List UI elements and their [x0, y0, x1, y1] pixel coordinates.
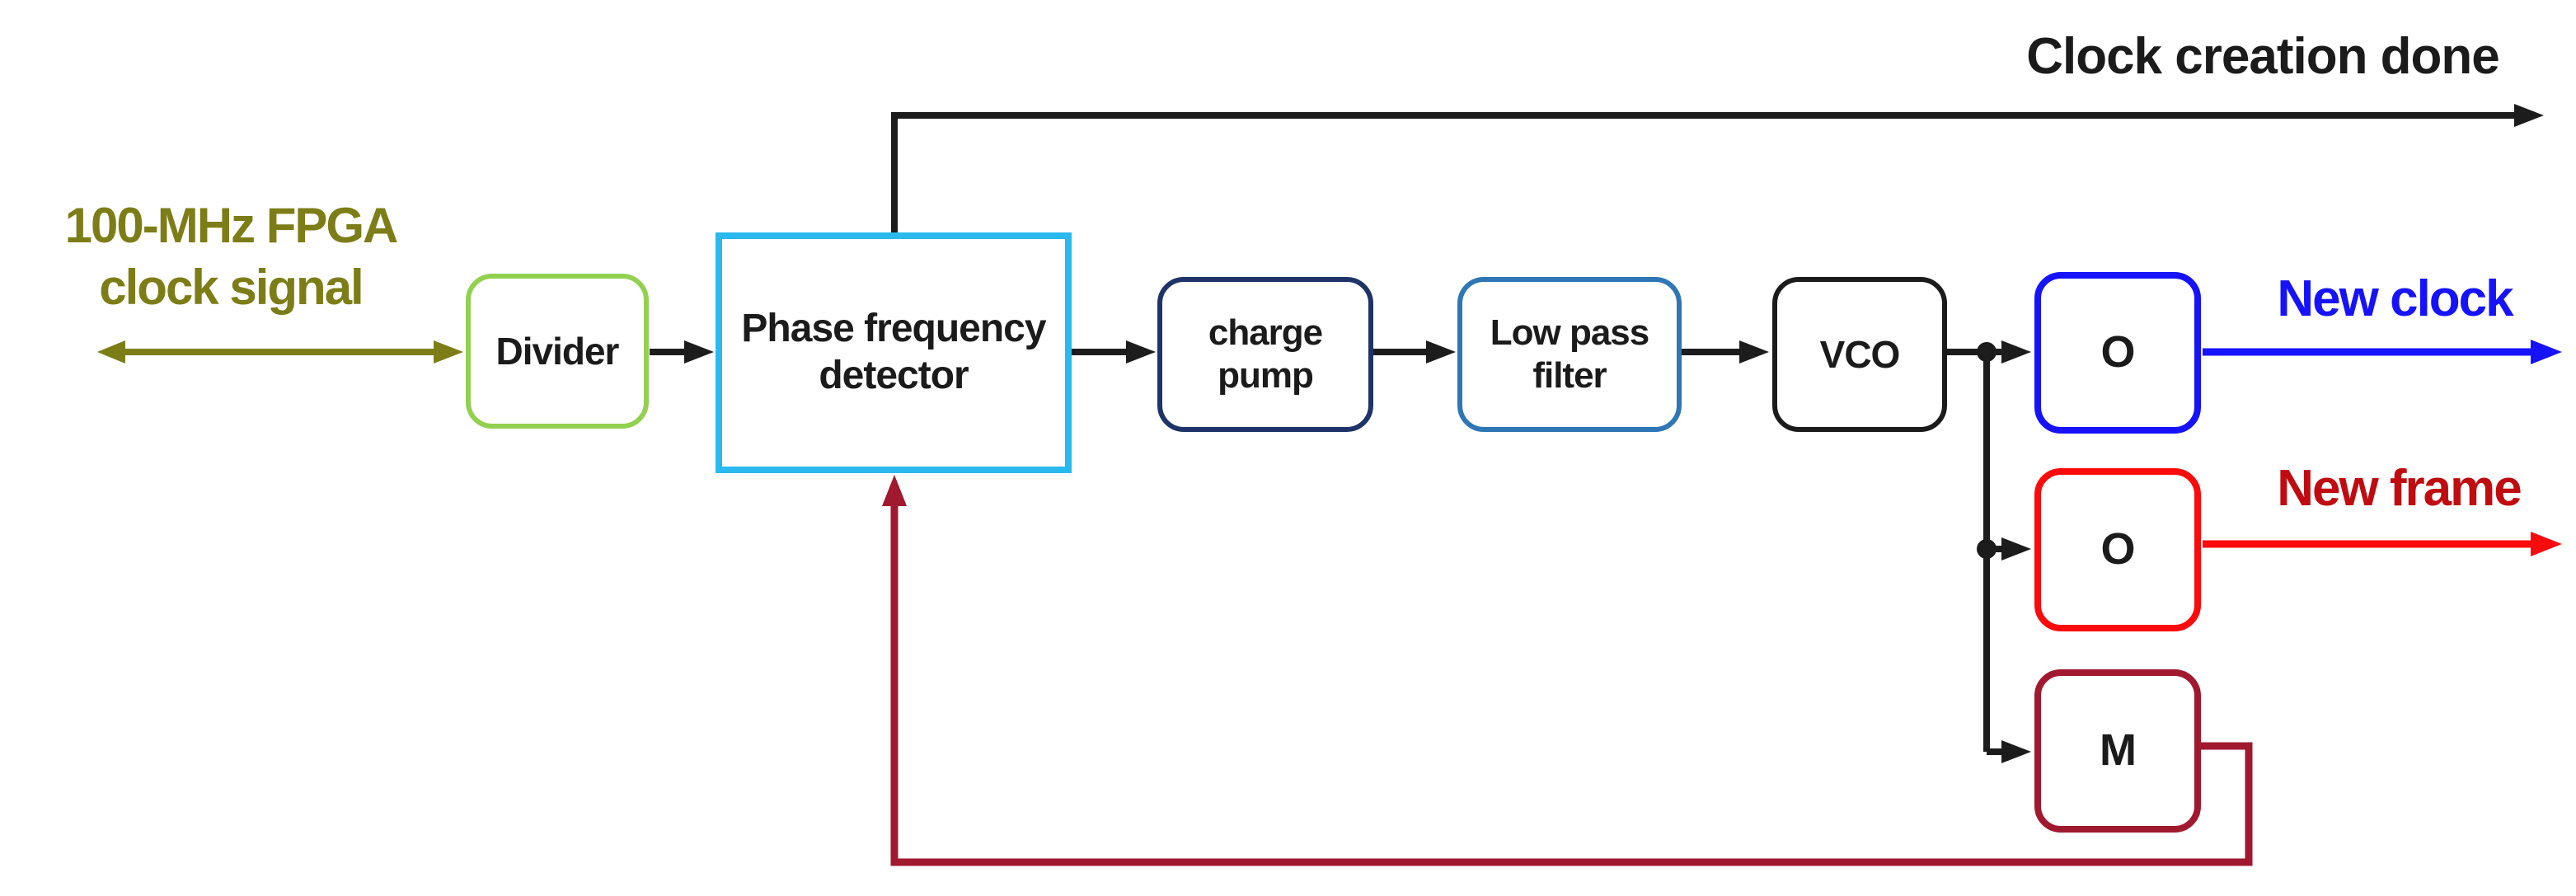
new-clock-arrow: [2203, 340, 2562, 364]
block-o2-label: O: [2100, 524, 2135, 575]
input-signal-label: 100-MHz FPGA clock signal: [64, 198, 399, 315]
arrow-vco-to-o1: [1947, 340, 2031, 364]
arrow-lpf-to-vco: [1682, 340, 1769, 364]
new-clock-label: New clock: [2277, 270, 2513, 327]
arrow-branch-to-o2: [1977, 537, 2031, 561]
block-divider: Divider: [466, 274, 649, 429]
new-frame-arrow: [2203, 532, 2562, 556]
block-feedback-counter-m: M: [2034, 669, 2201, 833]
block-lpf-label: Low pass filter: [1490, 312, 1650, 396]
arrow-branch-to-m: [1987, 740, 2031, 763]
block-vco: VCO: [1772, 277, 1947, 432]
block-pfd-label: Phase frequency detector: [741, 307, 1046, 397]
block-m-label: M: [2100, 725, 2137, 776]
block-divider-label: Divider: [495, 329, 620, 373]
clock-creation-done-label: Clock creation done: [2026, 28, 2500, 85]
block-charge-pump-label: charge pump: [1208, 312, 1323, 396]
block-output-counter-2: O: [2034, 468, 2201, 631]
arrow-divider-to-pfd: [650, 340, 714, 364]
new-frame-label: New frame: [2277, 460, 2522, 517]
arrow-charge-pump-to-lpf: [1373, 340, 1456, 364]
block-phase-frequency-detector: Phase frequency detector: [716, 232, 1072, 473]
block-charge-pump: charge pump: [1157, 277, 1373, 432]
arrow-clock-creation-done: [891, 104, 2544, 232]
block-low-pass-filter: Low pass filter: [1457, 277, 1682, 432]
block-o1-label: O: [2100, 327, 2135, 378]
block-vco-label: VCO: [1819, 332, 1901, 376]
input-clock-arrow: [97, 340, 463, 364]
arrow-pfd-to-charge-pump: [1072, 340, 1156, 364]
feedback-loop-arrow: [882, 475, 2253, 866]
block-output-counter-1: O: [2034, 272, 2201, 434]
